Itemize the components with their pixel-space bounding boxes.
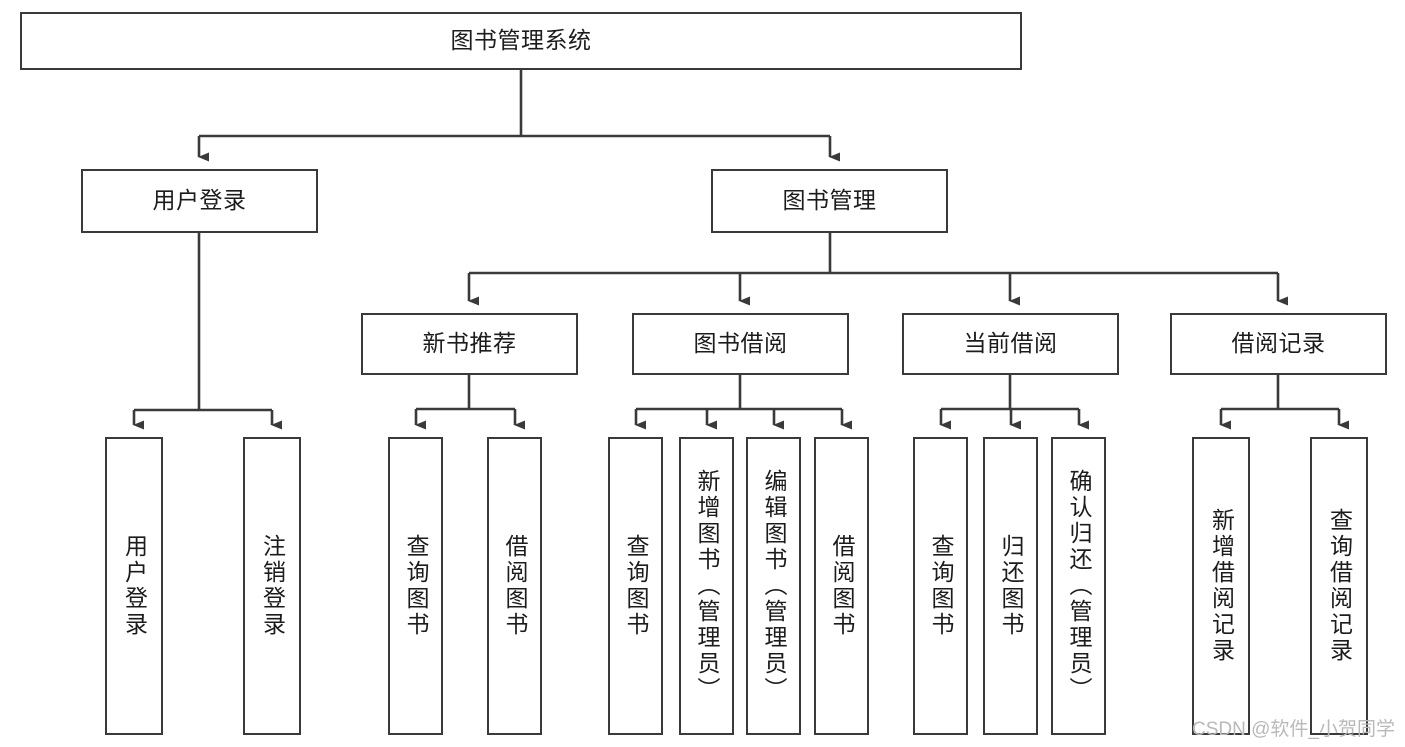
leaf-add-borrow-record-label: 新增借阅记录 — [1208, 508, 1235, 664]
node-new-book-recommend[interactable]: 新书推荐 — [361, 313, 578, 375]
leaf-return-book-label: 归还图书 — [998, 534, 1024, 638]
node-book-borrow[interactable]: 图书借阅 — [632, 313, 849, 375]
node-current-borrow-label: 当前借阅 — [963, 330, 1058, 357]
leaf-user-logout[interactable]: 注销登录 — [243, 437, 301, 735]
leaf-edit-book-admin[interactable]: 编辑图书（管理员） — [746, 437, 801, 735]
node-user-login[interactable]: 用户登录 — [81, 169, 318, 233]
node-borrow-record[interactable]: 借阅记录 — [1170, 313, 1387, 375]
leaf-return-book[interactable]: 归还图书 — [983, 437, 1038, 735]
leaf-user-logout-label: 注销登录 — [259, 534, 286, 638]
leaf-query-book-1-label: 查询图书 — [403, 534, 429, 638]
leaf-add-book-admin[interactable]: 新增图书（管理员） — [679, 437, 734, 735]
leaf-user-login-label: 用户登录 — [121, 534, 148, 638]
leaf-query-borrow-record-label: 查询借阅记录 — [1326, 508, 1353, 664]
leaf-borrow-book-1-label: 借阅图书 — [502, 534, 528, 638]
leaf-borrow-book-1[interactable]: 借阅图书 — [487, 437, 542, 735]
leaf-query-borrow-record[interactable]: 查询借阅记录 — [1310, 437, 1368, 735]
leaf-add-borrow-record[interactable]: 新增借阅记录 — [1192, 437, 1250, 735]
node-root[interactable]: 图书管理系统 — [20, 12, 1022, 70]
node-book-manage-label: 图书管理 — [782, 187, 877, 214]
csdn-watermark: CSDN @软件_小贺同学 — [1192, 719, 1395, 740]
leaf-borrow-book-2[interactable]: 借阅图书 — [814, 437, 869, 735]
node-book-manage[interactable]: 图书管理 — [711, 169, 948, 233]
leaf-query-book-3-label: 查询图书 — [928, 534, 954, 638]
leaf-query-book-1[interactable]: 查询图书 — [388, 437, 443, 735]
node-current-borrow[interactable]: 当前借阅 — [902, 313, 1119, 375]
node-borrow-record-label: 借阅记录 — [1231, 330, 1326, 357]
node-root-label: 图书管理系统 — [450, 27, 592, 54]
leaf-query-book-2-label: 查询图书 — [623, 534, 649, 638]
leaf-edit-book-admin-label: 编辑图书（管理员） — [761, 469, 787, 703]
node-new-book-recommend-label: 新书推荐 — [422, 330, 517, 357]
leaf-user-login[interactable]: 用户登录 — [105, 437, 163, 735]
node-user-login-label: 用户登录 — [152, 187, 247, 214]
leaf-borrow-book-2-label: 借阅图书 — [829, 534, 855, 638]
leaf-query-book-3[interactable]: 查询图书 — [913, 437, 968, 735]
leaf-confirm-return-admin[interactable]: 确认归还（管理员） — [1051, 437, 1106, 735]
leaf-confirm-return-admin-label: 确认归还（管理员） — [1066, 469, 1092, 703]
leaf-add-book-admin-label: 新增图书（管理员） — [694, 469, 720, 703]
leaf-query-book-2[interactable]: 查询图书 — [608, 437, 663, 735]
node-book-borrow-label: 图书借阅 — [693, 330, 788, 357]
